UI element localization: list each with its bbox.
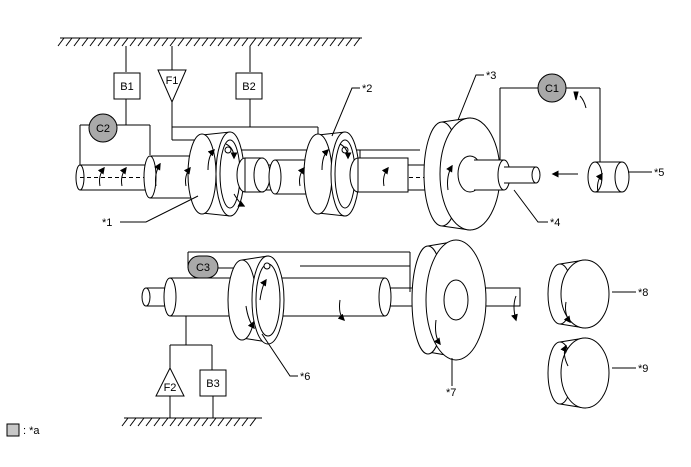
planetary-2 (303, 131, 409, 217)
callout-5: *5 (654, 167, 664, 179)
clutch-c3-label: C3 (196, 262, 210, 274)
top-housing (57, 37, 362, 47)
clutch-c2: C2 (88, 113, 118, 143)
callout-2: *2 (362, 83, 372, 95)
callout-leaders (120, 74, 652, 386)
counter-driven-gear-7 (411, 239, 487, 361)
legend: : *a (6, 423, 40, 437)
callout-7: *7 (446, 387, 456, 399)
callout-9: *9 (638, 363, 648, 375)
callout-4: *4 (550, 217, 560, 229)
rotation-arrows (97, 143, 603, 367)
callout-6: *6 (300, 371, 310, 383)
brake-b2-box (235, 72, 263, 100)
one-way-clutch-f1-triangle (157, 69, 187, 104)
legend-swatch (6, 423, 20, 437)
one-way-clutch-f1-label: F1 (166, 75, 179, 87)
brake-b3-label: B3 (206, 378, 219, 390)
clutch-c3: C3 (187, 255, 219, 279)
planetary-6 (227, 255, 285, 345)
brake-b2-label: B2 (242, 81, 255, 93)
counter-drive-gear-3 (423, 117, 541, 231)
clutch-c2-label: C2 (96, 123, 110, 135)
brake-b1-label: B1 (120, 81, 133, 93)
clutch-c1: C1 (537, 73, 567, 103)
callout-3: *3 (486, 70, 496, 82)
legend-text: : *a (23, 425, 40, 437)
brake-b1-box (113, 72, 141, 100)
one-way-clutch-f2-label: F2 (164, 382, 177, 394)
input-shaft-5 (587, 161, 630, 193)
gear-9 (547, 337, 610, 409)
bottom-housing (121, 417, 262, 427)
callout-8: *8 (638, 287, 648, 299)
planetary-1 (187, 131, 271, 217)
clutch-c1-label: C1 (545, 83, 559, 95)
callout-1: *1 (102, 217, 112, 229)
gear-8 (547, 259, 610, 329)
